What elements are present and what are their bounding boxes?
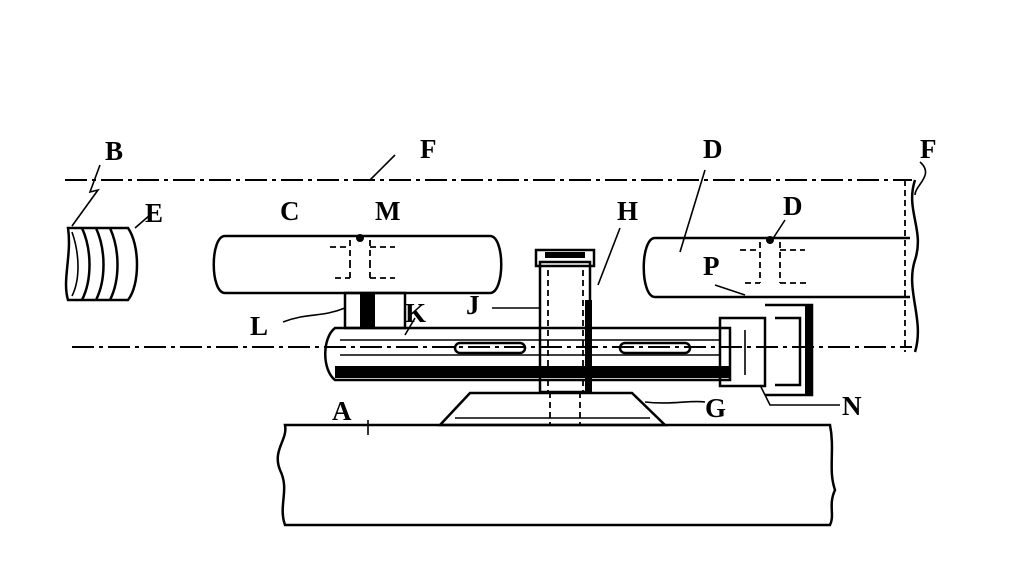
label-f-left: F xyxy=(420,134,437,164)
label-h: H xyxy=(617,196,638,226)
mount-bracket xyxy=(345,293,405,328)
label-n: N xyxy=(842,391,862,421)
base-a xyxy=(278,425,835,525)
label-j: J xyxy=(466,290,480,320)
pedestal-g xyxy=(440,393,665,425)
cylinder-c xyxy=(214,234,502,293)
label-e: E xyxy=(145,198,163,228)
cylinder-d xyxy=(644,236,910,297)
label-c: C xyxy=(280,196,300,226)
label-l: L xyxy=(250,311,268,341)
label-p: P xyxy=(703,251,720,281)
vertical-column xyxy=(536,250,594,425)
label-d-outer: D xyxy=(703,134,723,164)
label-k: K xyxy=(405,298,426,328)
main-barrel xyxy=(325,328,730,380)
label-b: B xyxy=(105,136,123,166)
label-d-inner: D xyxy=(783,191,803,221)
label-g: G xyxy=(705,393,726,423)
label-m: M xyxy=(375,196,400,226)
end-housing xyxy=(720,305,813,395)
label-a: A xyxy=(332,396,352,426)
label-f-right: F xyxy=(920,134,937,164)
target-object-e xyxy=(66,228,137,300)
